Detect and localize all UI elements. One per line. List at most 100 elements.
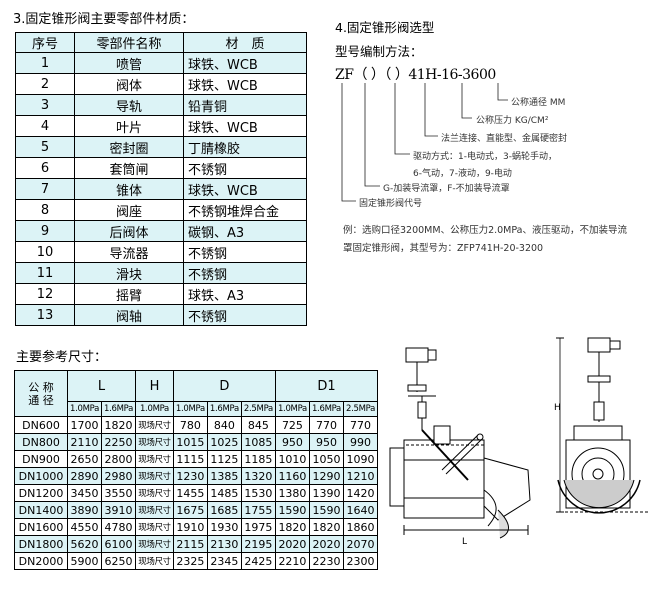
dims-cell-value: 3550 (101, 484, 137, 502)
drawing-label-l: L (462, 537, 467, 547)
dims-cell-value: 2020 (274, 535, 310, 553)
dims-header-l: L (66, 370, 137, 402)
dims-cell-value: 1685 (206, 501, 242, 519)
dims-cell-value: 2230 (308, 552, 344, 570)
front-actuator-icon (587, 337, 621, 422)
dims-cell-nominal: DN1200 (14, 484, 68, 502)
dims-cell-value: 3890 (66, 501, 103, 519)
dims-cell-value: 1380 (274, 484, 310, 502)
dims-cell-value: 现场尺寸 (135, 501, 174, 519)
dims-cell-value: 1675 (172, 501, 208, 519)
parts-cell-name: 喷管 (74, 52, 184, 74)
dims-cell-value: 现场尺寸 (135, 433, 174, 451)
dims-cell-value: 1455 (172, 484, 208, 502)
dims-cell-value: 2250 (101, 433, 137, 451)
parts-cell-no: 5 (15, 136, 75, 158)
dims-cell-value: 990 (342, 433, 379, 451)
dims-cell-value: 现场尺寸 (135, 552, 174, 570)
dims-cell-value: 1230 (172, 467, 208, 485)
dims-cell-value: 1185 (240, 450, 276, 468)
dims-cell-value: 2115 (172, 535, 208, 553)
dims-cell-value: 2800 (101, 450, 137, 468)
parts-cell-name: 滑块 (74, 262, 184, 284)
dims-cell-value: 2070 (342, 535, 379, 553)
dims-cell-nominal: DN1600 (14, 518, 68, 536)
parts-cell-name: 套筒闸 (74, 157, 184, 179)
dims-cell-value: 2210 (274, 552, 310, 570)
dims-cell-value: 1125 (206, 450, 242, 468)
dims-cell-value: 1820 (101, 416, 137, 434)
dims-header-d: D (172, 370, 276, 402)
legend-diverter: G-加装导流罩，F-不加装导流罩 (383, 184, 510, 194)
dims-cell-value: 725 (274, 416, 310, 434)
parts-cell-material: 球铁、WCB (183, 115, 307, 137)
parts-cell-name: 摇臂 (74, 283, 184, 305)
dims-subheader-pressure: 2.5MPa (342, 401, 379, 417)
parts-header-name: 零部件名称 (74, 32, 184, 53)
dims-cell-value: 1755 (240, 501, 276, 519)
dims-cell-value: 1085 (240, 433, 276, 451)
parts-cell-no: 9 (15, 220, 75, 242)
example-line-1: 例：选购口径3200MM、公称压力2.0MPa、液压驱动，不加装导流 (343, 225, 627, 236)
parts-cell-name: 叶片 (74, 115, 184, 137)
front-valve-body-icon (557, 425, 641, 514)
example-line-2: 罩固定锥形阀，其型号为：ZFP741H-20-3200 (343, 243, 544, 254)
dims-cell-value: 1590 (274, 501, 310, 519)
dims-cell-value: 1860 (342, 518, 379, 536)
dims-cell-nominal: DN800 (14, 433, 68, 451)
parts-cell-name: 阀体 (74, 73, 184, 95)
dims-cell-nominal: DN600 (14, 416, 68, 434)
dims-cell-value: 1640 (342, 501, 379, 519)
dims-cell-value: 840 (206, 416, 242, 434)
section3-title: 3.固定锥形阀主要零部件材质： (13, 12, 195, 27)
parts-cell-material: 不锈钢 (183, 262, 307, 284)
dims-cell-value: 现场尺寸 (135, 467, 174, 485)
parts-cell-material: 球铁、WCB (183, 52, 307, 74)
dims-cell-nominal: DN1000 (14, 467, 68, 485)
dims-cell-nominal: DN2000 (14, 552, 68, 570)
dims-subheader-pressure: 1.6MPa (308, 401, 344, 417)
model-code-title: 型号编制方法： (335, 44, 423, 59)
parts-cell-name: 阀座 (74, 199, 184, 221)
dims-subheader-pressure: 1.0MPa (135, 401, 174, 417)
legend-nominal-diameter: 公称通径 MM (511, 98, 566, 108)
dims-cell-value: 6100 (101, 535, 137, 553)
dims-cell-value: 2890 (66, 467, 103, 485)
dims-subheader-pressure: 1.6MPa (101, 401, 137, 417)
legend-connection-type: 法兰连接、直能型、金属硬密封 (441, 134, 568, 144)
dims-cell-value: 6250 (101, 552, 137, 570)
parts-cell-no: 3 (15, 94, 75, 116)
dims-cell-value: 1420 (342, 484, 379, 502)
dims-cell-value: 1390 (308, 484, 344, 502)
parts-cell-name: 密封圈 (74, 136, 184, 158)
dims-header-nominal-line2: 通 径 (28, 393, 54, 407)
parts-cell-name: 导流器 (74, 241, 184, 263)
dims-subheader-pressure: 1.0MPa (172, 401, 208, 417)
parts-cell-name: 锥体 (74, 178, 184, 200)
valve-drawing: H L (389, 337, 648, 547)
dims-cell-value: 4550 (66, 518, 103, 536)
dims-header-h: H (135, 370, 174, 402)
dims-subheader-pressure: 1.6MPa (206, 401, 242, 417)
parts-cell-no: 7 (15, 178, 75, 200)
dims-cell-value: 现场尺寸 (135, 416, 174, 434)
dims-cell-value: 2020 (308, 535, 344, 553)
dims-cell-value: 845 (240, 416, 276, 434)
parts-cell-no: 13 (15, 304, 75, 326)
dims-cell-value: 1025 (206, 433, 242, 451)
dims-cell-value: 770 (342, 416, 379, 434)
dims-cell-nominal: DN1400 (14, 501, 68, 519)
dims-title: 主要参考尺寸： (16, 350, 108, 365)
dims-header-nominal: 公 称 通 径 (14, 370, 68, 417)
